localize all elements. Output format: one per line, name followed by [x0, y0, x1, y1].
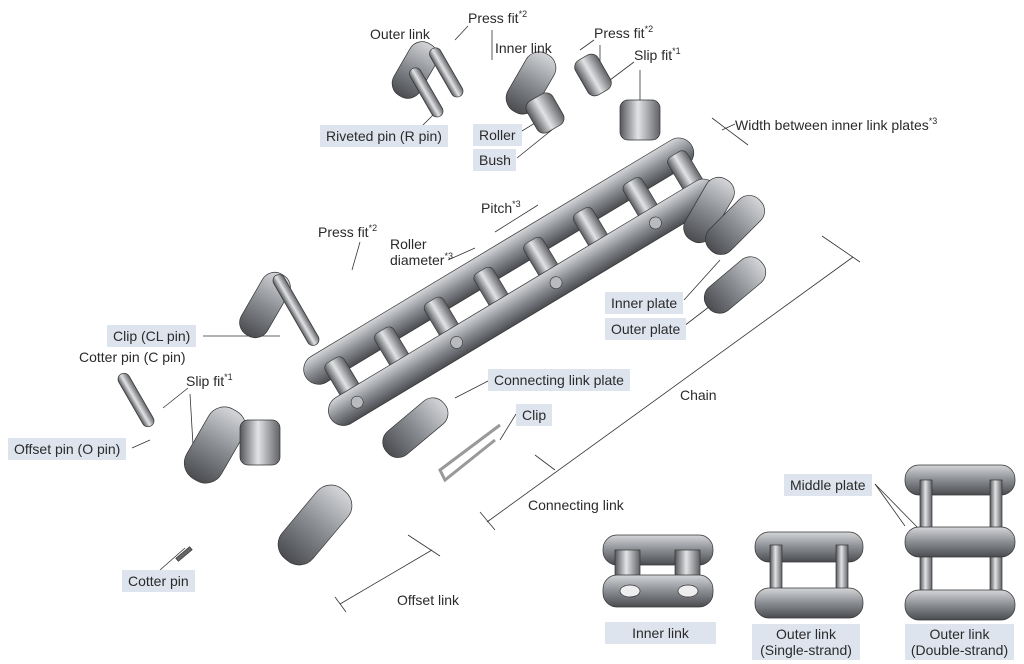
label-outer-link-single: Outer link(Single-strand): [752, 624, 860, 660]
label-text: diameter: [390, 252, 445, 268]
label-inner-link-photo: Inner link: [605, 622, 716, 644]
label-outer-link: Outer link: [370, 26, 430, 42]
label-cotter-pin: Cotter pin: [122, 570, 195, 592]
label-connecting-link: Connecting link: [528, 497, 624, 513]
label-roller: Roller: [473, 124, 522, 146]
label-outer-link-double: Outer link(Double-strand): [905, 624, 1014, 660]
label-pitch: Pitch*3: [481, 199, 521, 217]
label-offset-pin: Offset pin (O pin): [8, 438, 127, 460]
label-press-fit-clip: Press fit*2: [318, 223, 377, 241]
label-text: Slip fit: [634, 47, 673, 63]
label-outer-plate: Outer plate: [605, 318, 687, 340]
label-inner-plate: Inner plate: [605, 292, 684, 314]
label-width-between-inner-plates: Width between inner link plates*3: [735, 116, 937, 134]
label-bush: Bush: [473, 149, 516, 171]
footnote-mark: *2: [368, 223, 378, 233]
label-clip-cl-pin: Clip (CL pin): [107, 325, 197, 347]
label-text: Outer link: [929, 626, 990, 642]
label-text: (Double-strand): [910, 642, 1009, 658]
label-text: (Single-strand): [760, 642, 852, 658]
label-connecting-link-plate: Connecting link plate: [488, 369, 630, 391]
label-text: Press fit: [468, 10, 519, 26]
label-text: Press fit: [594, 25, 645, 41]
footnote-mark: *1: [224, 372, 233, 382]
label-slip-fit-offset: Slip fit*1: [186, 372, 233, 390]
label-chain: Chain: [680, 387, 717, 403]
label-cotter-pin-c-pin: Cotter pin (C pin): [79, 349, 186, 365]
footnote-mark: *2: [518, 9, 528, 19]
label-text: Outer link: [776, 626, 836, 642]
footnote-mark: *3: [444, 251, 453, 261]
label-text: Slip fit: [186, 373, 225, 389]
label-offset-link: Offset link: [397, 592, 459, 608]
label-slip-fit-bush: Slip fit*1: [634, 46, 681, 64]
label-riveted-pin: Riveted pin (R pin): [320, 125, 448, 147]
label-clip: Clip: [516, 404, 553, 426]
label-text: Width between inner link plates: [735, 117, 929, 133]
label-text: Pitch: [481, 200, 513, 216]
footnote-mark: *1: [672, 46, 681, 56]
footnote-mark: *3: [928, 116, 938, 126]
label-press-fit-outer: Press fit*2: [468, 9, 527, 27]
label-text: Press fit: [318, 224, 369, 240]
label-press-fit-inner: Press fit*2: [594, 24, 653, 42]
label-text: Roller: [390, 236, 427, 252]
label-inner-link: Inner link: [495, 40, 552, 56]
footnote-mark: *3: [512, 199, 521, 209]
label-middle-plate: Middle plate: [784, 474, 872, 496]
footnote-mark: *2: [644, 24, 654, 34]
